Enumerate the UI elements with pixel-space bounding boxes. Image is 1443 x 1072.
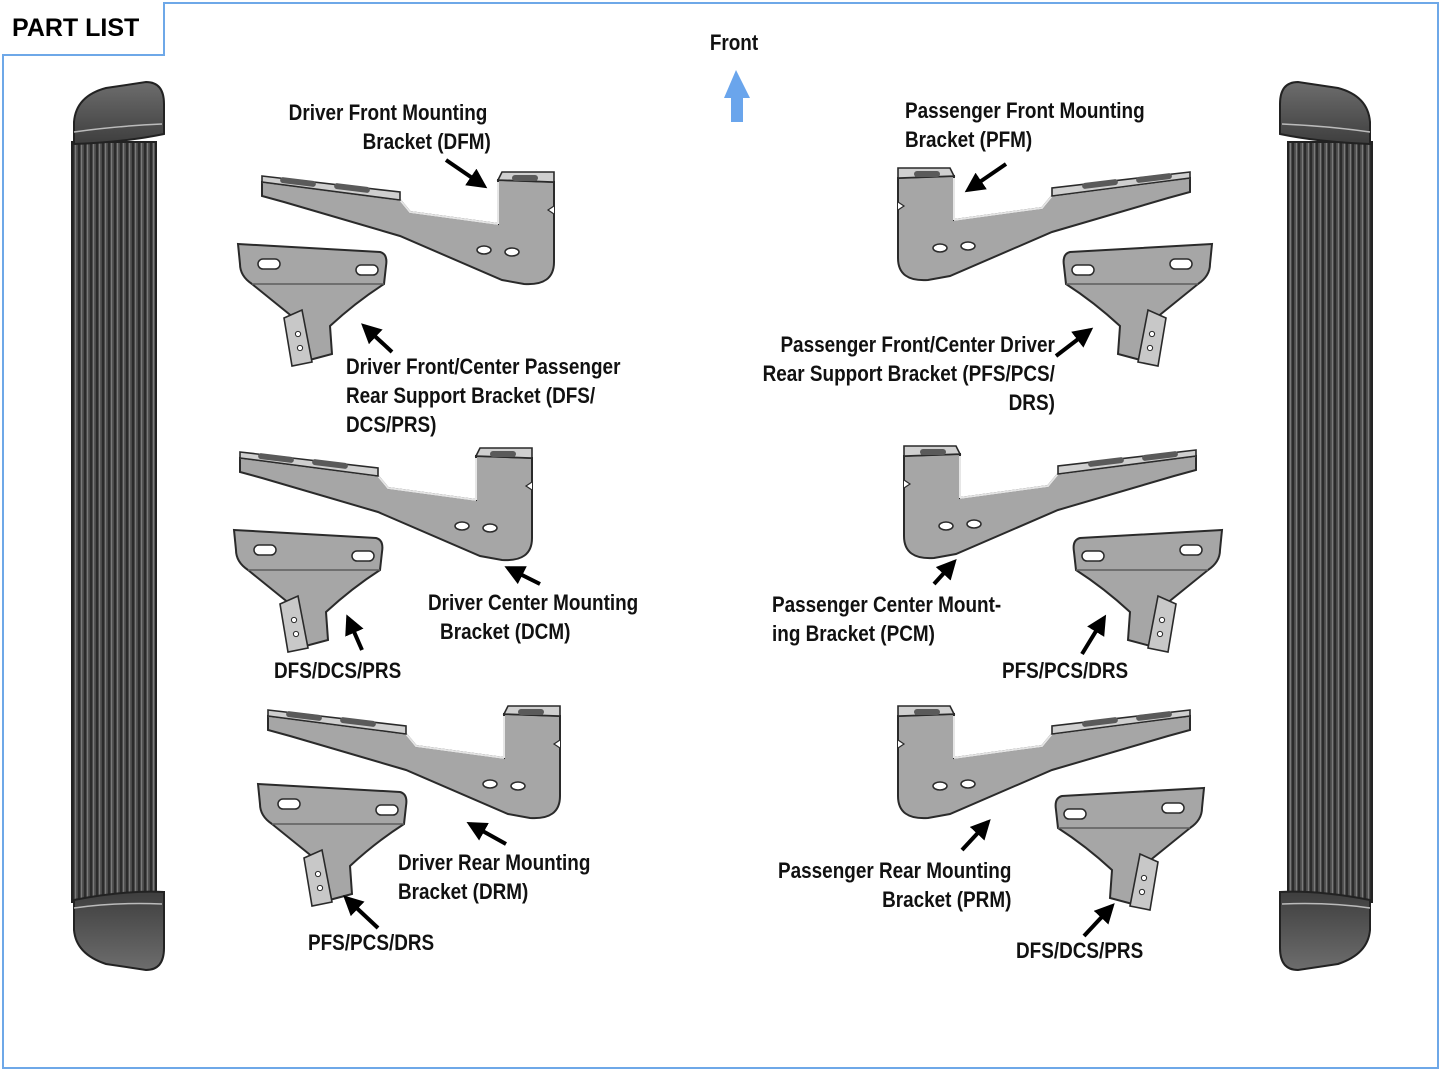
label-dfs-line3: DCS/PRS) <box>346 412 437 437</box>
label-drm-line2: Bracket (DRM) <box>398 879 529 904</box>
leader-arrow-pfm <box>964 162 1008 193</box>
driver-center-support-bracket <box>233 529 384 653</box>
label-prm-line1: Passenger Rear Mounting <box>777 858 1011 883</box>
label-pfm-line2: Bracket (PFM) <box>905 127 1033 152</box>
label-pfs-full: Passenger Front/Center Driver Rear Suppo… <box>763 330 1055 417</box>
label-pcm-line2: ing Bracket (PCM) <box>772 621 935 646</box>
driver-running-board <box>71 77 165 971</box>
leader-arrow-dfs-2 <box>345 614 364 651</box>
passenger-front-support-bracket <box>1062 243 1213 367</box>
label-drm-line1: Driver Rear Mounting <box>398 850 591 875</box>
label-dfm: Driver Front Mounting Bracket (DFM) <box>276 98 500 156</box>
leader-arrow-drm <box>466 822 507 846</box>
label-dfs-line2: Rear Support Bracket (DFS/ <box>346 383 596 408</box>
leader-arrow-dcm <box>504 566 541 586</box>
leader-arrow-pfs <box>1054 327 1094 358</box>
leader-arrow-dfm <box>444 158 488 189</box>
passenger-rear-support-bracket <box>1054 787 1205 911</box>
label-pfm-line1: Passenger Front Mounting <box>905 98 1145 123</box>
leader-arrow-dfs <box>361 323 394 354</box>
label-dfs-short-1: DFS/DCS/PRS <box>274 658 402 683</box>
label-pcm: Passenger Center Mount- ing Bracket (PCM… <box>772 590 1001 648</box>
label-pfs-line2: Rear Support Bracket (PFS/PCS/ <box>762 361 1055 386</box>
label-dfs-line1: Driver Front/Center Passenger <box>346 354 621 379</box>
label-pcm-line1: Passenger Center Mount- <box>772 592 1002 617</box>
part-list-title: PART LIST <box>2 2 165 56</box>
leader-arrow-pfs-2 <box>1080 614 1107 656</box>
leader-arrow-prm <box>960 819 991 852</box>
label-dcm-line2: Bracket (DCM) <box>440 619 571 644</box>
front-arrow-icon <box>724 70 750 122</box>
label-dfs-short-2: DFS/DCS/PRS <box>1016 938 1144 963</box>
passenger-running-board <box>1279 77 1373 971</box>
leader-arrow-pfs-3 <box>343 895 380 930</box>
driver-front-support-bracket <box>237 243 388 367</box>
label-prm-line2: Bracket (PRM) <box>881 887 1011 912</box>
label-pfs-line1: Passenger Front/Center Driver <box>780 332 1055 357</box>
label-dfm-line1: Driver Front Mounting <box>288 100 488 125</box>
label-pfs-short-2: PFS/PCS/DRS <box>308 930 435 955</box>
label-dcm: Driver Center Mounting Bracket (DCM) <box>428 588 638 646</box>
label-pfs-short-1: PFS/PCS/DRS <box>1002 658 1129 683</box>
label-pfs-line3: DRS) <box>1008 390 1055 415</box>
front-label: Front <box>709 30 759 55</box>
driver-rear-support-bracket <box>257 783 408 907</box>
leader-arrow-dfs-3 <box>1082 903 1115 938</box>
label-dcm-line1: Driver Center Mounting <box>428 590 639 615</box>
label-prm: Passenger Rear Mounting Bracket (PRM) <box>778 856 1011 914</box>
leader-arrow-pcm <box>932 559 957 586</box>
label-dfm-line2: Bracket (DFM) <box>362 129 491 154</box>
label-drm: Driver Rear Mounting Bracket (DRM) <box>398 848 590 906</box>
label-pfm: Passenger Front Mounting Bracket (PFM) <box>905 96 1145 154</box>
label-dfs-full: Driver Front/Center Passenger Rear Suppo… <box>346 352 620 439</box>
